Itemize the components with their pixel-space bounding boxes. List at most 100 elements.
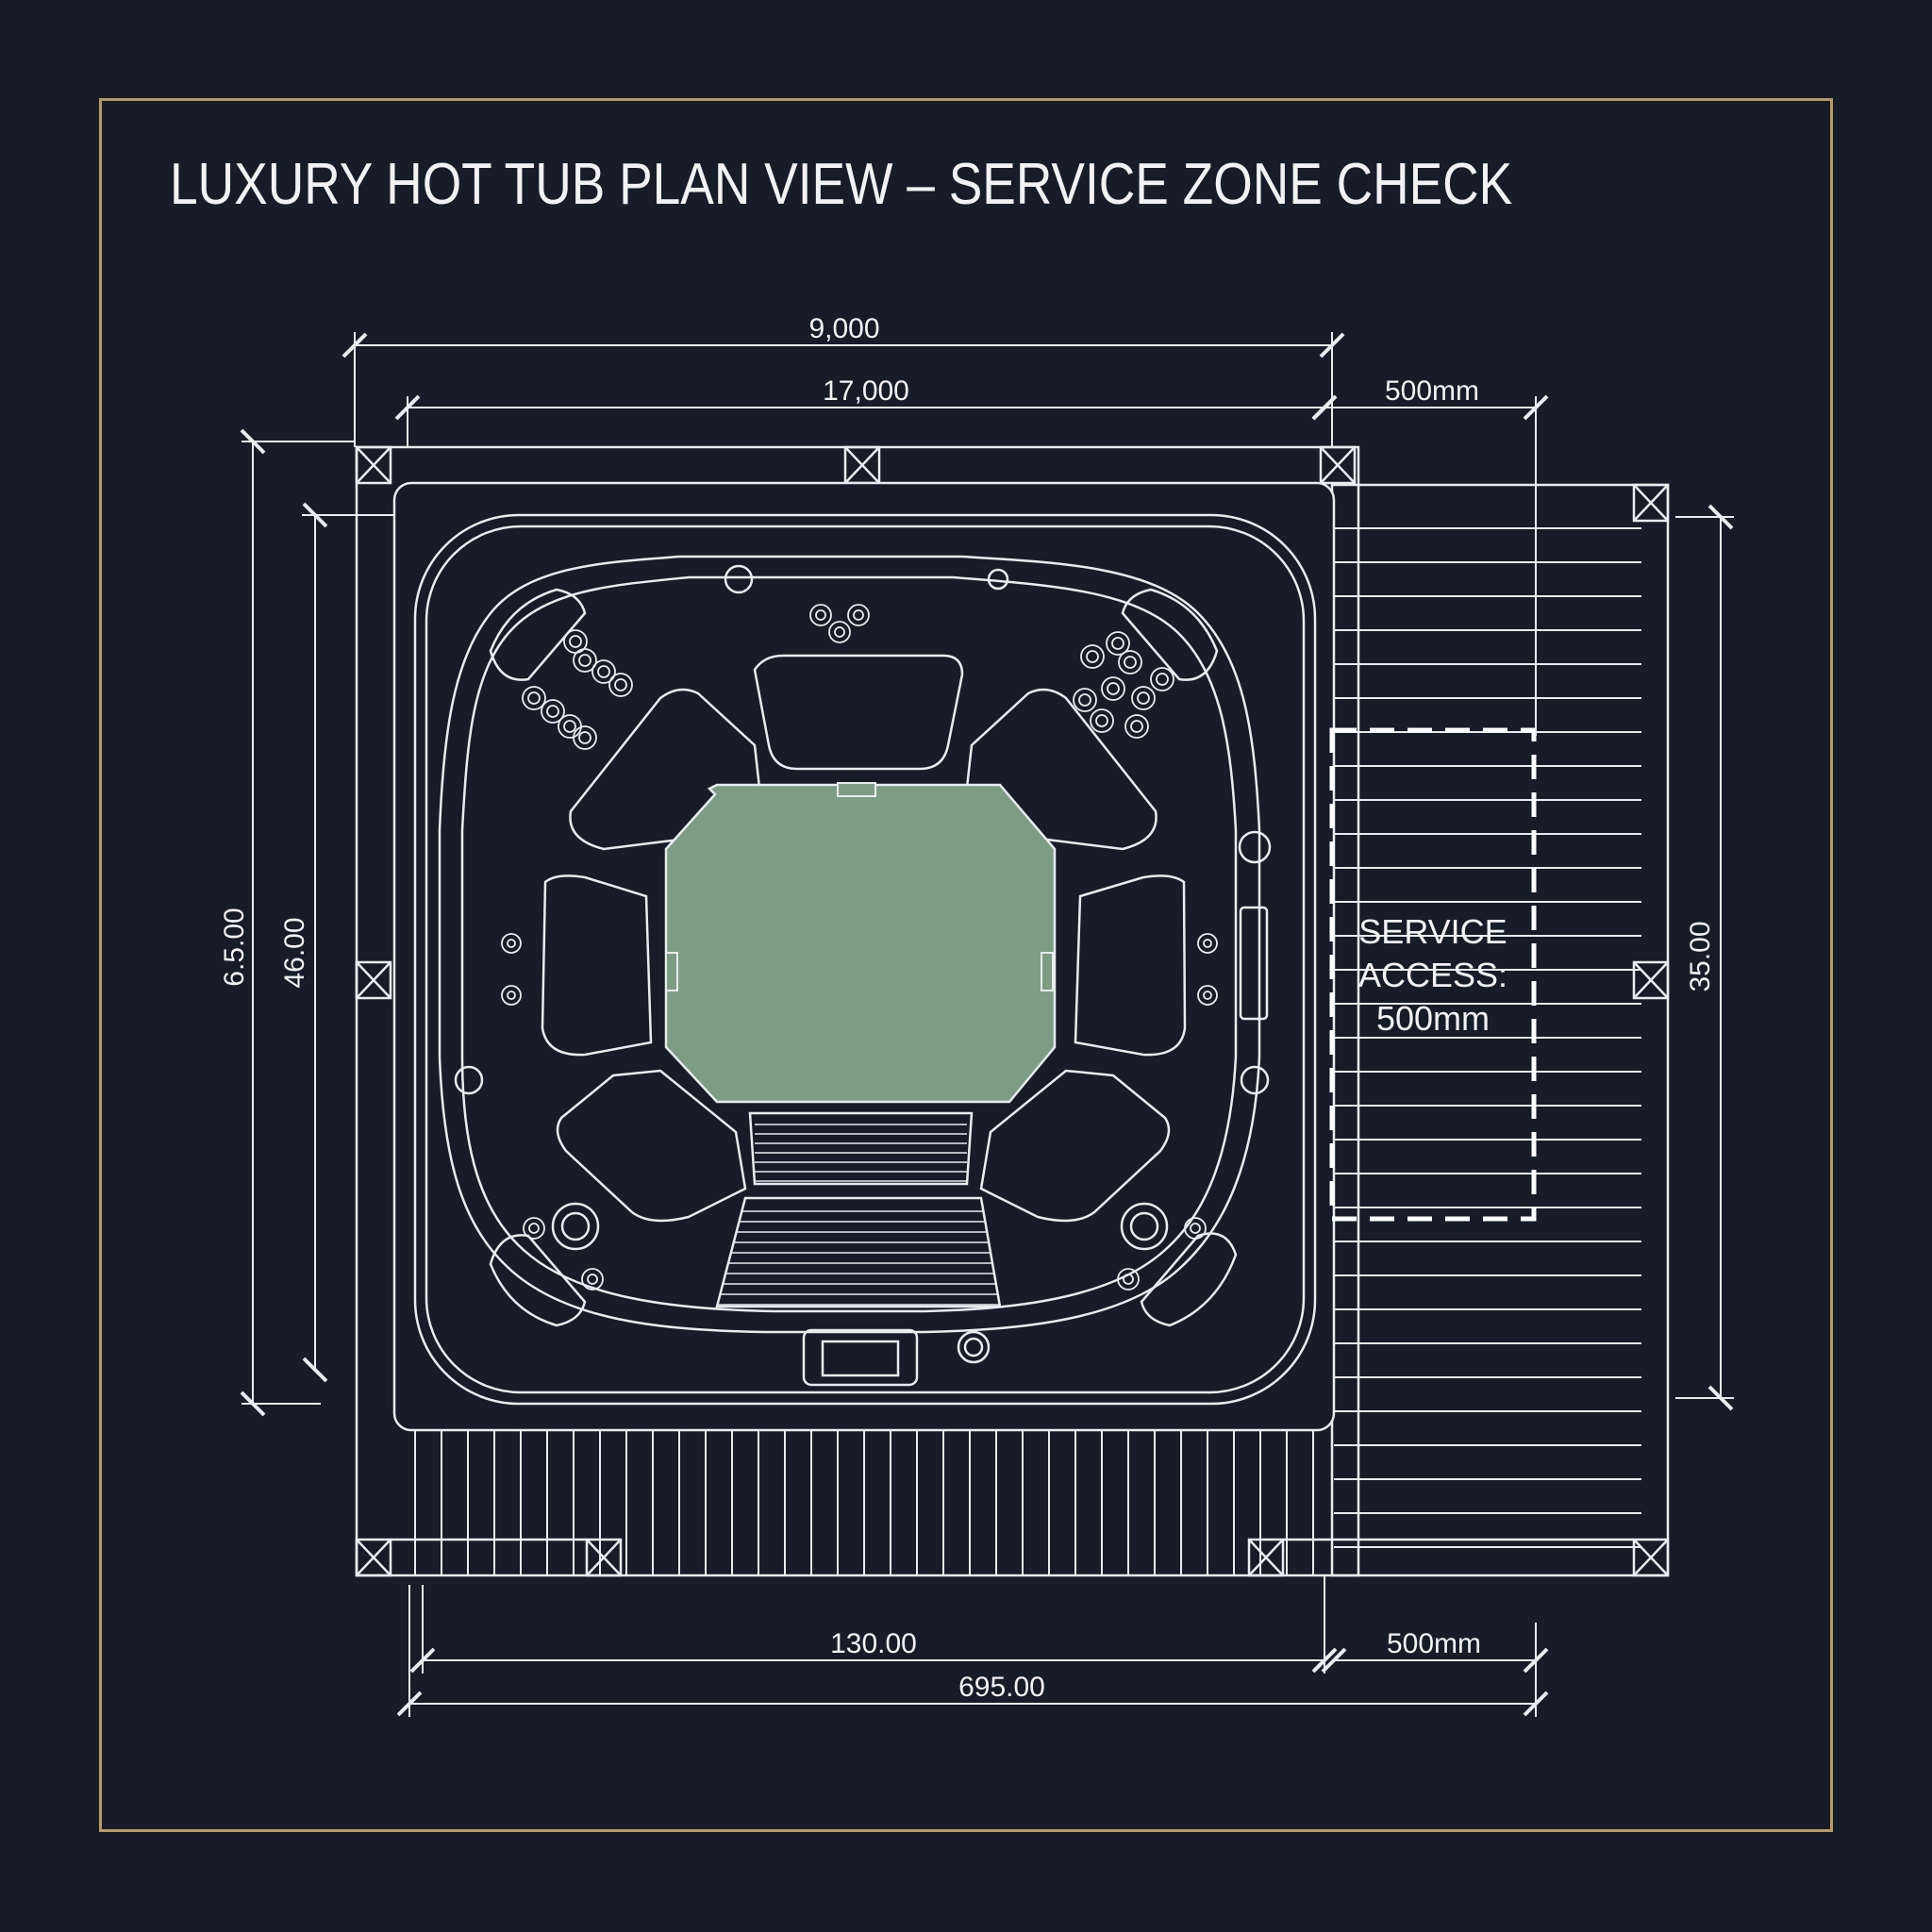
- drawing-title: LUXURY HOT TUB PLAN VIEW – SERVICE ZONE …: [170, 152, 1513, 217]
- footwell-light-right: [1041, 952, 1054, 991]
- pillow-jet-right: [987, 568, 1009, 591]
- deck-post-cross: [844, 446, 880, 484]
- seat-top-center: [753, 654, 964, 771]
- jet-nozzle: [853, 609, 864, 621]
- deck-post: [585, 1538, 623, 1577]
- jet-icon: [1197, 933, 1218, 954]
- jet-icon: [1117, 1268, 1140, 1291]
- drain-center: [963, 1337, 984, 1357]
- dim-right-label: 35.00: [1685, 921, 1716, 991]
- tub-rim: [413, 513, 1317, 1406]
- deck-post-cross: [1248, 1539, 1284, 1576]
- dim-left-inner-label: 46.00: [279, 917, 310, 988]
- jet-nozzle: [527, 691, 541, 705]
- headrest-bottom-right: [1140, 1232, 1238, 1327]
- jet-nozzle: [546, 705, 559, 718]
- deck-post-cross: [356, 1539, 391, 1576]
- jet-icon: [501, 933, 522, 954]
- jet-icon: [1184, 1217, 1207, 1240]
- jet-icon: [1106, 631, 1130, 656]
- jet-icon: [847, 604, 870, 626]
- jet-icon: [523, 1217, 545, 1240]
- deck-post: [1632, 1538, 1670, 1577]
- jet-icon: [522, 686, 546, 710]
- tub-rim-inner: [425, 525, 1306, 1394]
- step-treads: [717, 1124, 1000, 1306]
- jet-icon: [1118, 650, 1142, 675]
- jet-nozzle: [1203, 939, 1212, 948]
- jet-nozzle: [1111, 637, 1124, 650]
- step-lower: [715, 1196, 1002, 1308]
- headrest-top-left: [489, 588, 587, 681]
- jet-nozzle: [1130, 720, 1143, 733]
- jet-icon: [1080, 644, 1105, 669]
- drain-cover: [957, 1330, 991, 1364]
- jet-icon: [573, 725, 597, 750]
- jet-nozzle: [569, 635, 582, 648]
- jet-nozzle: [578, 654, 591, 667]
- drawing-frame: [99, 98, 1833, 1832]
- dim-bottom-service-label: 500mm: [1387, 1628, 1481, 1659]
- headrest-top-right: [1121, 588, 1219, 681]
- jet-nozzle: [1078, 693, 1091, 707]
- jets: [501, 604, 1218, 1291]
- deck-post: [1632, 483, 1670, 523]
- valve-left: [454, 1065, 484, 1095]
- jet-nozzle: [834, 626, 845, 638]
- jet-icon: [581, 1268, 604, 1291]
- jet-nozzle: [1095, 714, 1108, 727]
- jet-icon: [809, 604, 832, 626]
- deck-post-cross: [356, 961, 391, 999]
- valve-top-right: [1238, 830, 1272, 864]
- jet-nozzle: [597, 665, 610, 678]
- jet-nozzle: [1123, 1274, 1134, 1285]
- deck-post: [355, 445, 392, 485]
- jet-icon: [573, 648, 597, 673]
- jet-nozzle: [507, 991, 516, 1000]
- jet-icon: [501, 985, 522, 1006]
- jet-nozzle: [1107, 682, 1120, 695]
- jet-nozzle: [614, 678, 627, 691]
- jet-icon: [591, 659, 616, 684]
- jet-icon: [828, 621, 851, 643]
- jet-icon: [608, 673, 633, 697]
- step-upper: [748, 1111, 974, 1186]
- jet-nozzle: [1203, 991, 1212, 1000]
- deck: [355, 445, 1670, 1577]
- dim-top-inner-label: 17,000: [823, 375, 909, 407]
- filter-housing: [802, 1328, 919, 1387]
- jet-nozzle: [578, 731, 591, 744]
- jet-nozzle: [563, 720, 576, 733]
- footwell: [664, 783, 1057, 1104]
- large-jet-bottom-left-inner: [560, 1211, 591, 1241]
- large-jet-bottom-right: [1120, 1202, 1169, 1251]
- seat-bottom-left: [556, 1069, 747, 1223]
- service-access-line-1: SERVICE: [1358, 912, 1507, 951]
- filter-lid: [821, 1340, 900, 1377]
- jet-icon: [1131, 686, 1156, 710]
- jet-nozzle: [507, 939, 516, 948]
- control-panel: [1239, 906, 1269, 1021]
- deck-post: [1247, 1538, 1285, 1577]
- jet-nozzle: [1156, 673, 1169, 686]
- dim-top-outer-label: 9,000: [808, 313, 879, 344]
- dim-bottom-inner-label: 130.00: [830, 1628, 917, 1659]
- dimension-lines: [240, 332, 1734, 1717]
- deck-post-cross: [1320, 446, 1356, 484]
- tub-interior: [438, 555, 1261, 1334]
- dim-left-outer-label: 6.5.00: [219, 908, 250, 986]
- jet-nozzle: [587, 1274, 598, 1285]
- deck-post: [1319, 445, 1357, 485]
- jet-icon: [1090, 708, 1114, 733]
- footwell-drain-top: [837, 782, 876, 797]
- service-access-zone: [1329, 727, 1537, 1222]
- deck-post: [1632, 960, 1670, 1000]
- large-jet-bottom-right-inner: [1129, 1211, 1159, 1241]
- deck-boards-bottom: [414, 1430, 1314, 1575]
- jet-nozzle: [1190, 1223, 1201, 1234]
- jet-nozzle: [1086, 650, 1099, 663]
- large-jet-bottom-left: [551, 1202, 600, 1251]
- seat-left: [541, 874, 653, 1057]
